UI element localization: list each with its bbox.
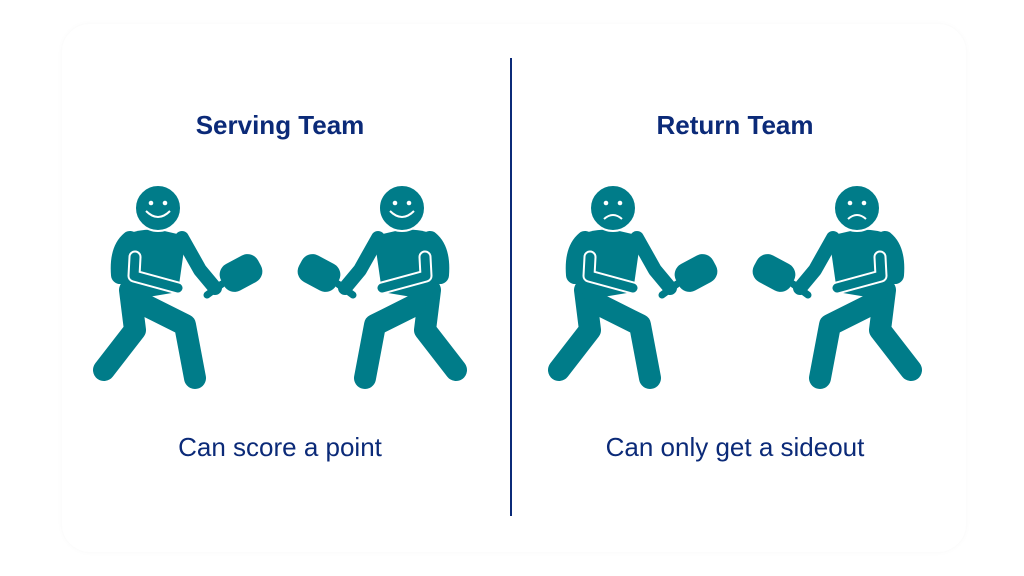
return-player-1 bbox=[559, 185, 722, 378]
return-team-caption: Can only get a sideout bbox=[605, 432, 865, 462]
return-team-title: Return Team bbox=[656, 110, 814, 140]
team-divider bbox=[510, 58, 512, 516]
serving-team-title: Serving Team bbox=[195, 110, 365, 140]
serving-player-1 bbox=[104, 185, 267, 378]
serving-player-2 bbox=[293, 185, 456, 378]
serving-team-caption: Can score a point bbox=[178, 432, 382, 462]
return-player-2 bbox=[748, 185, 911, 378]
